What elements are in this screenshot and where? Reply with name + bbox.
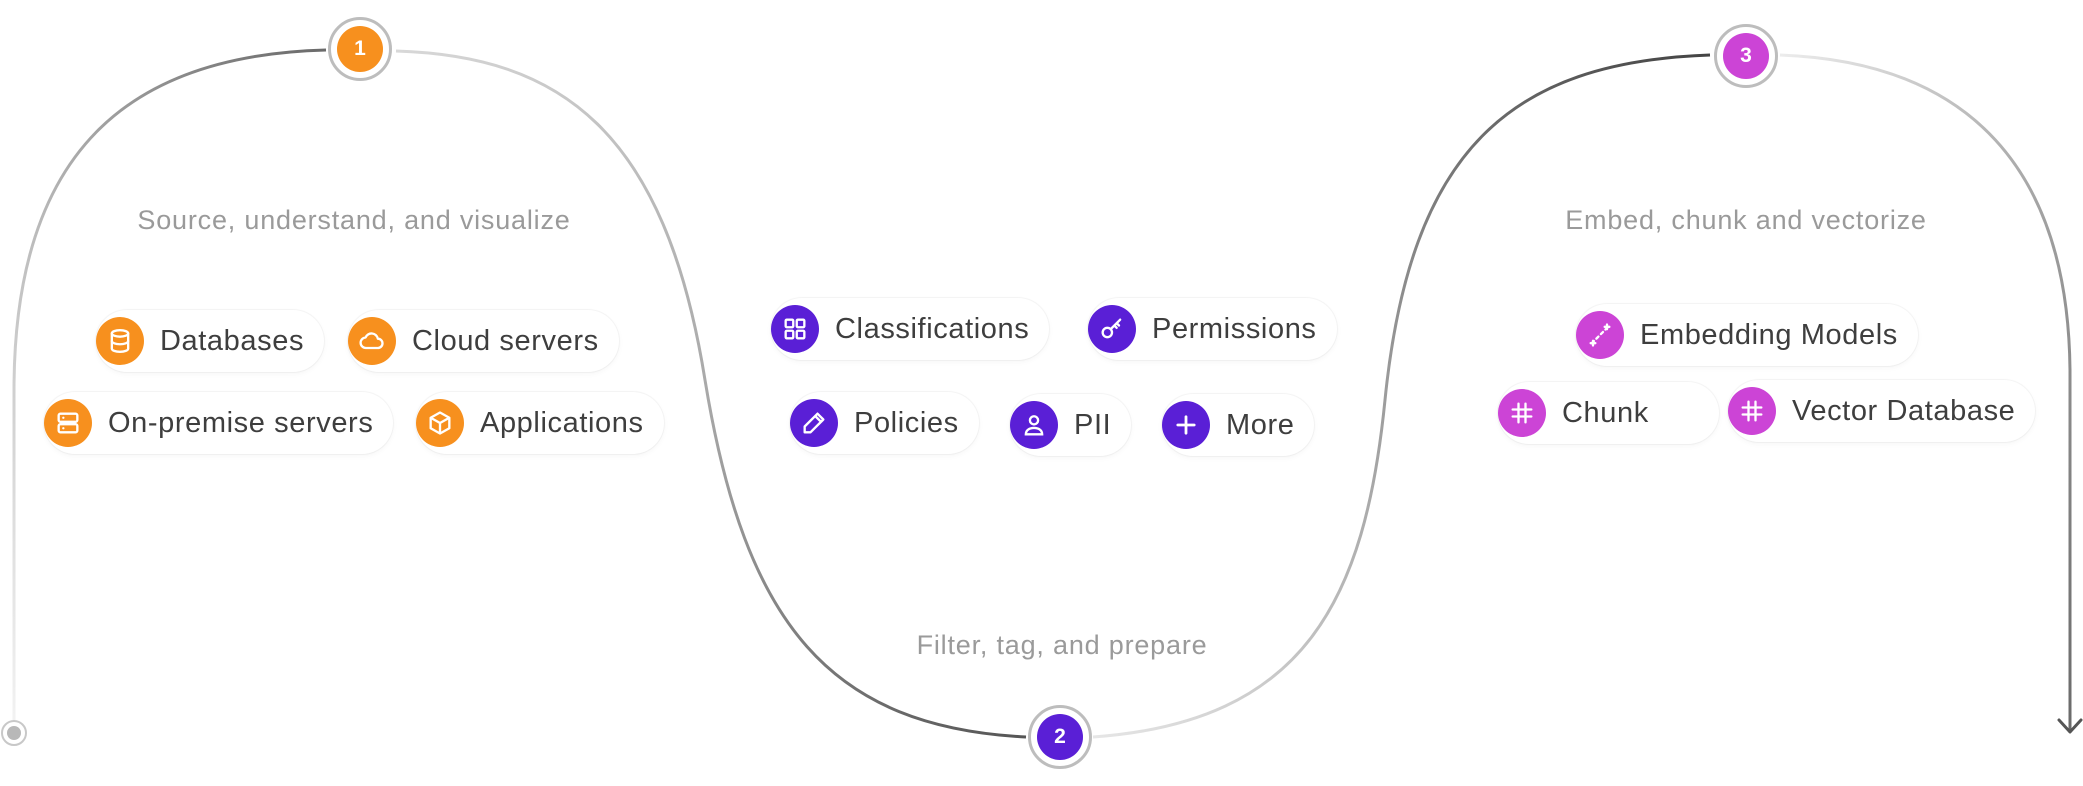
- step-badge-3: 3: [1714, 24, 1778, 88]
- chip-label: More: [1226, 408, 1295, 441]
- database-icon: [96, 317, 144, 365]
- stage-title-1: Source, understand, and visualize: [137, 205, 571, 235]
- pencil-icon: [790, 399, 838, 447]
- chip-label: Permissions: [1152, 312, 1317, 345]
- flow-segment-1: [12, 48, 327, 720]
- chip-chunk: Chunk: [1498, 382, 1719, 444]
- chip-databases: Databases: [96, 310, 325, 372]
- chip-embedding-models: Embedding Models: [1576, 304, 1918, 366]
- chip-label: Policies: [854, 406, 959, 439]
- chip-label: On-premise servers: [108, 406, 374, 439]
- step-number: 2: [1037, 714, 1083, 760]
- chip-vector-database: Vector Database: [1728, 380, 2036, 442]
- chip-label: Cloud servers: [412, 324, 599, 357]
- step-badge-2: 2: [1028, 705, 1092, 769]
- user-icon: [1010, 401, 1058, 449]
- chip-permissions: Permissions: [1088, 298, 1337, 360]
- chip-label: PII: [1074, 408, 1112, 441]
- chip-on-premise-servers: On-premise servers: [44, 392, 394, 454]
- flow-segment-4: [1779, 53, 2072, 730]
- grid-icon: [771, 305, 819, 353]
- chip-label: Vector Database: [1792, 394, 2016, 427]
- server-icon: [44, 399, 92, 447]
- chip-cloud-servers: Cloud servers: [348, 310, 619, 372]
- sparkle-line-icon: [1576, 311, 1624, 359]
- hash-icon: [1728, 387, 1776, 435]
- chip-classifications: Classifications: [771, 298, 1050, 360]
- step-badge-1: 1: [328, 17, 392, 81]
- stage-title-2: Filter, tag, and prepare: [916, 630, 1208, 660]
- chip-label: Databases: [160, 324, 305, 357]
- chip-pii: PII: [1010, 394, 1132, 456]
- stage-title-3: Embed, chunk and vectorize: [1565, 205, 1927, 235]
- flow-segment-2: [395, 49, 1027, 739]
- box-icon: [416, 399, 464, 447]
- hash-icon: [1498, 389, 1546, 437]
- chip-label: Classifications: [835, 312, 1030, 345]
- plus-icon: [1162, 401, 1210, 449]
- step-number: 1: [337, 26, 383, 72]
- chip-more: More: [1162, 394, 1315, 456]
- key-icon: [1088, 305, 1136, 353]
- flow-segment-3: [1092, 53, 1711, 739]
- chip-label: Embedding Models: [1640, 318, 1898, 351]
- start-node-icon: [1, 720, 27, 746]
- chip-label: Applications: [480, 406, 644, 439]
- cloud-icon: [348, 317, 396, 365]
- chip-policies: Policies: [790, 392, 979, 454]
- chip-applications: Applications: [416, 392, 664, 454]
- arrow-head-icon: [2057, 718, 2083, 734]
- chip-label: Chunk: [1562, 396, 1649, 429]
- step-number: 3: [1723, 33, 1769, 79]
